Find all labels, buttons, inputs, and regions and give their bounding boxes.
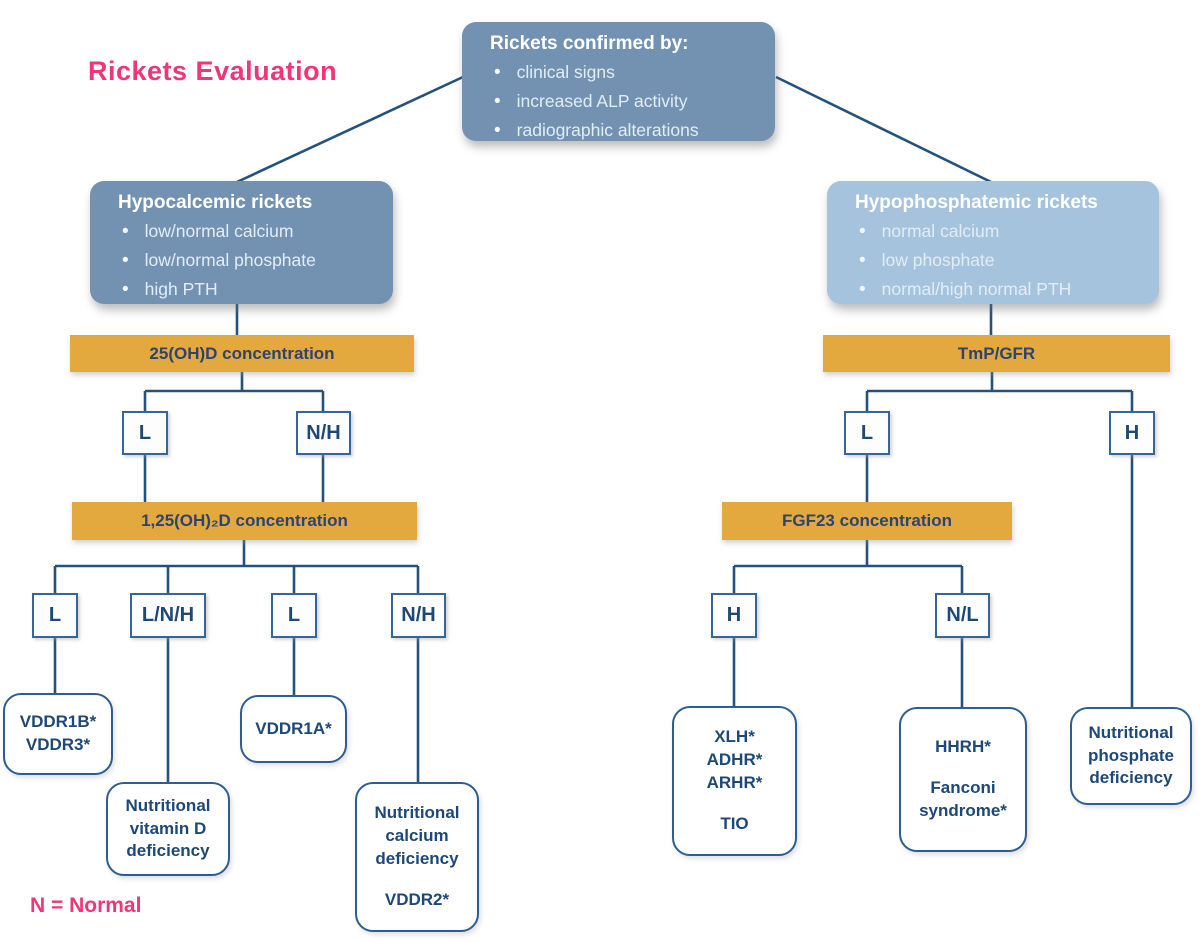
outcome-hhrh-fanconi: HHRH* Fanconi syndrome* bbox=[899, 707, 1027, 852]
outcome-line: vitamin D bbox=[129, 818, 207, 838]
bullet-item: normal/high normal PTH bbox=[853, 275, 1145, 304]
connector-left-test1-split bbox=[143, 371, 325, 413]
outcome-line: VDDR3* bbox=[25, 735, 91, 754]
outcome-line: calcium bbox=[385, 826, 449, 846]
bullet-text: low/normal phosphate bbox=[144, 250, 316, 270]
hypocalcemic-rickets-box: Hypocalcemic rickets low/normal calcium … bbox=[90, 181, 393, 304]
outcome-line: ADHR* bbox=[706, 750, 763, 770]
result-box-l2-l2: L bbox=[271, 593, 317, 638]
outcome-line: Nutritional bbox=[374, 803, 460, 823]
outcome-line: HHRH* bbox=[935, 737, 991, 757]
hypophosphatemic-title: Hypophosphatemic rickets bbox=[855, 192, 1098, 213]
outcome-nutritional-phosphate: Nutritional phosphate deficiency bbox=[1070, 707, 1192, 805]
bullet-item: high PTH bbox=[116, 275, 379, 304]
result-box-left-l: L bbox=[122, 411, 168, 455]
bullet-text: clinical signs bbox=[516, 62, 615, 82]
outcome-vddr1b-vddr3: VDDR1B* VDDR3* bbox=[3, 693, 113, 775]
bullet-text: normal calcium bbox=[881, 221, 1000, 241]
outcome-nutritional-calcium-vddr2: Nutritional calcium deficiency VDDR2* bbox=[355, 782, 479, 932]
result-box-left-nh: N/H bbox=[296, 411, 351, 455]
result-box-l2-l1: L bbox=[32, 593, 78, 638]
outcome-line: syndrome* bbox=[919, 800, 1007, 820]
outcome-line: VDDR1B* bbox=[19, 712, 97, 732]
bullet-item: low/normal calcium bbox=[116, 217, 379, 246]
outcome-line: phosphate bbox=[1088, 745, 1174, 765]
result-box-l2-lnh: L/N/H bbox=[130, 593, 206, 638]
connector-root-to-right bbox=[775, 75, 992, 184]
test-bar-125ohd: 1,25(OH)₂D concentration bbox=[72, 502, 417, 540]
connector-right-test1-split bbox=[865, 371, 1134, 413]
result-box-fgf23-nl: N/L bbox=[935, 593, 990, 638]
outcome-line: deficiency bbox=[1089, 768, 1173, 788]
hypophosphatemic-bullet-list: normal calcium low phosphate normal/high… bbox=[853, 217, 1145, 304]
bullet-item: low/normal phosphate bbox=[116, 246, 379, 275]
outcome-vddr1a: VDDR1A* bbox=[240, 695, 347, 763]
root-box: Rickets confirmed by: clinical signs inc… bbox=[462, 22, 775, 141]
test-bar-fgf23: FGF23 concentration bbox=[722, 502, 1012, 540]
hypocalcemic-bullet-list: low/normal calcium low/normal phosphate … bbox=[116, 217, 379, 304]
outcome-line: XLH* bbox=[714, 727, 755, 747]
bullet-item: low phosphate bbox=[853, 246, 1145, 275]
bullet-text: normal/high normal PTH bbox=[881, 279, 1072, 299]
bullet-text: low/normal calcium bbox=[144, 221, 294, 241]
connector-right-test2-split bbox=[732, 539, 964, 595]
outcome-xlh-adhr-arhr-tio: XLH* ADHR* ARHR* TIO bbox=[672, 706, 797, 856]
result-box-fgf23-h: H bbox=[711, 593, 757, 638]
hypocalcemic-title: Hypocalcemic rickets bbox=[118, 192, 313, 213]
result-box-l2-nh: N/H bbox=[391, 593, 446, 638]
connector-root-to-left bbox=[236, 75, 464, 184]
outcome-line: Nutritional bbox=[1088, 722, 1174, 742]
outcome-line: Nutritional bbox=[125, 795, 211, 815]
outcome-line: Fanconi bbox=[930, 777, 996, 797]
page-title: Rickets Evaluation bbox=[88, 56, 338, 86]
legend-note: N = Normal bbox=[30, 894, 142, 917]
root-box-bullet-list: clinical signs increased ALP activity ra… bbox=[488, 58, 761, 145]
bullet-item: increased ALP activity bbox=[488, 87, 761, 116]
bullet-text: high PTH bbox=[144, 279, 218, 299]
connector-left-test2-split bbox=[53, 539, 420, 595]
test-bar-tmp-gfr: TmP/GFR bbox=[823, 335, 1170, 372]
hypophosphatemic-rickets-box: Hypophosphatemic rickets normal calcium … bbox=[827, 181, 1159, 304]
result-box-right-h: H bbox=[1109, 411, 1155, 455]
bullet-text: low phosphate bbox=[881, 250, 995, 270]
outcome-line: TIO bbox=[720, 813, 749, 833]
outcome-line: VDDR1A* bbox=[255, 718, 332, 738]
outcome-line: ARHR* bbox=[706, 773, 763, 793]
test-bar-25ohd: 25(OH)D concentration bbox=[70, 335, 414, 372]
outcome-nutritional-vitamin-d: Nutritional vitamin D deficiency bbox=[106, 782, 230, 876]
outcome-line: deficiency bbox=[126, 841, 210, 861]
bullet-text: increased ALP activity bbox=[516, 91, 688, 111]
root-box-title: Rickets confirmed by: bbox=[490, 33, 689, 54]
bullet-item: normal calcium bbox=[853, 217, 1145, 246]
bullet-item: radiographic alterations bbox=[488, 116, 761, 145]
result-box-right-l: L bbox=[844, 411, 890, 455]
outcome-line: deficiency bbox=[375, 849, 459, 869]
bullet-item: clinical signs bbox=[488, 58, 761, 87]
bullet-text: radiographic alterations bbox=[516, 120, 699, 140]
outcome-line: VDDR2* bbox=[384, 889, 450, 909]
